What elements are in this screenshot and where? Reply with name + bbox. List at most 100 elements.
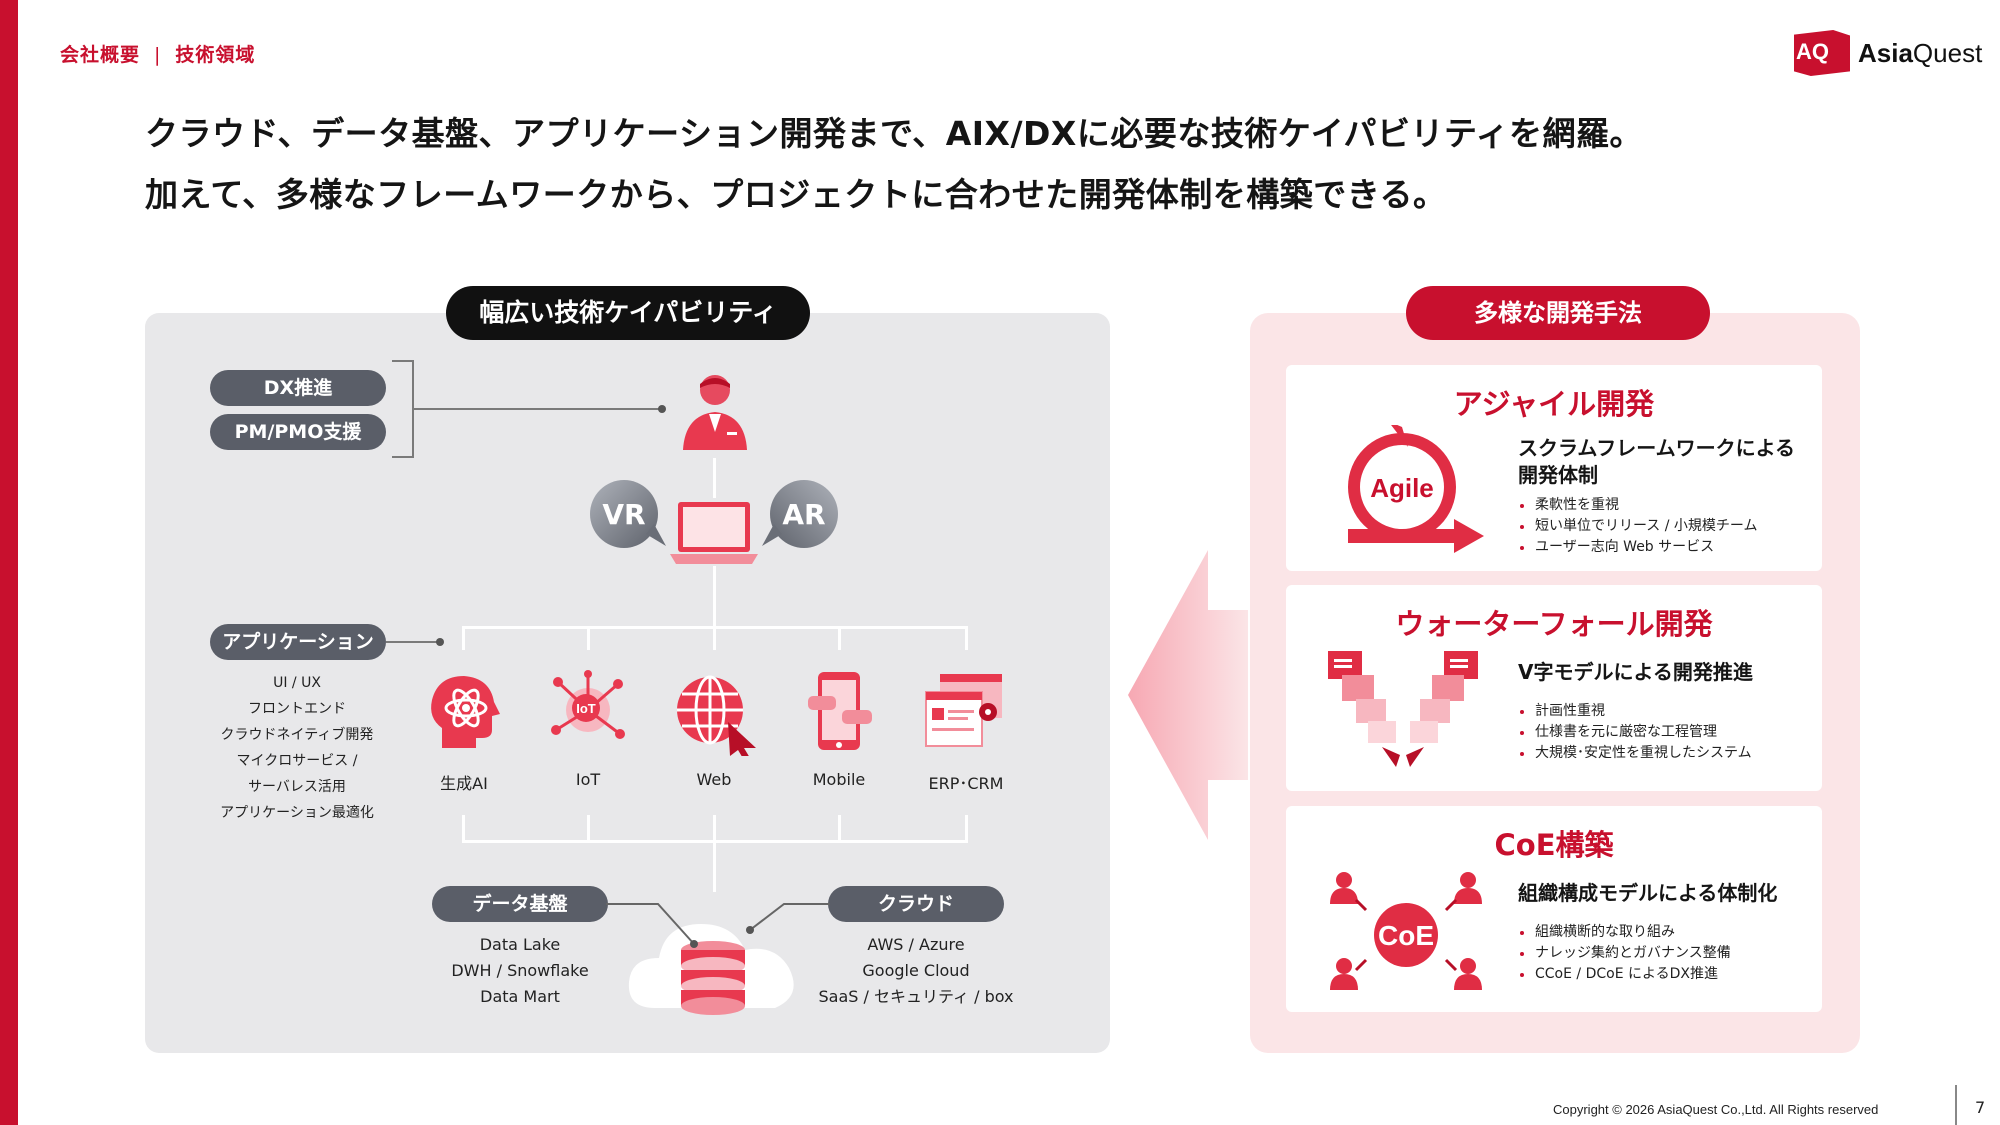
tree-drop [713, 626, 716, 650]
big-left-arrow-icon [1128, 550, 1248, 840]
waterfall-bullet: 大規模･安定性を重視したシステム [1518, 743, 1752, 764]
logo-name-regular: Quest [1912, 38, 1983, 68]
left-accent-bar [0, 0, 18, 1125]
tech-label-mobile: Mobile [812, 770, 866, 789]
waterfall-bullet: 仕様書を元に厳密な工程管理 [1518, 722, 1752, 743]
agile-bullet: 柔軟性を重視 [1518, 495, 1758, 516]
agile-bullets: 柔軟性を重視 短い単位でリリース / 小規模チーム ユーザー志向 Web サービ… [1518, 495, 1758, 558]
cloud-item: SaaS / セキュリティ / box [818, 987, 1014, 1006]
tree-rise [965, 815, 968, 841]
app-item: アプリケーション最適化 [220, 805, 374, 821]
data-platform-items: Data Lake DWH / Snowflake Data Mart [430, 932, 610, 1010]
breadcrumb-section[interactable]: 会社概要 [60, 44, 141, 66]
data-platform-item: Data Lake [479, 935, 561, 954]
tree-drop [587, 626, 590, 650]
coe-bullet: ナレッジ集約とガバナンス整備 [1518, 943, 1731, 964]
tag-pm-pmo-support: PM/PMO支援 [210, 414, 386, 450]
tree-rise [462, 815, 465, 841]
vr-label: VR [602, 498, 646, 531]
capability-title: 幅広い技術ケイパビリティ [446, 286, 810, 340]
agile-card: アジャイル開発 Agile スクラムフレームワークによる 開発体制 柔軟性を重視… [1286, 365, 1822, 571]
headline-line-2: 加えて、多様なフレームワークから、プロジェクトに合わせた開発体制を構築できる。 [145, 175, 1447, 214]
tag-dx-promotion: DX推進 [210, 370, 386, 406]
coe-icon-label: CoE [1378, 920, 1434, 951]
cloud-item: AWS / Azure [867, 935, 965, 954]
asiaquest-logo: AQ AsiaQuest [1794, 28, 1982, 80]
coe-card: CoE構築 CoE 組織構成モデルによる体制化 組織横断的な取り組み ナレッジ集… [1286, 806, 1822, 1012]
agile-subtitle-line2: 開発体制 [1518, 463, 1598, 487]
app-item: UI / UX [273, 675, 321, 691]
headline-line-1: クラウド、データ基盤、アプリケーション開発まで、AIX/DXに必要な技術ケイパビ… [145, 114, 1644, 153]
vr-bubble-icon [590, 480, 666, 548]
data-platform-item: DWH / Snowflake [451, 961, 589, 980]
app-item: サーバレス活用 [248, 779, 346, 795]
copyright-text: Copyright © 2026 AsiaQuest Co.,Ltd. All … [1553, 1102, 1879, 1117]
agile-subtitle-line1: スクラムフレームワークによる [1518, 436, 1795, 460]
ai-head-icon [431, 676, 500, 748]
connector-laptop-tree [713, 566, 716, 626]
agile-subtitle: スクラムフレームワークによる 開発体制 [1518, 435, 1795, 489]
bracket-top [392, 360, 414, 362]
coe-subtitle: 組織構成モデルによる体制化 [1518, 881, 1778, 905]
waterfall-bullets: 計画性重視 仕様書を元に厳密な工程管理 大規模･安定性を重視したシステム [1518, 701, 1752, 764]
tree-drop [965, 626, 968, 650]
cloud-items: AWS / Azure Google Cloud SaaS / セキュリティ /… [806, 932, 1026, 1010]
person-consultant-icon [683, 375, 747, 450]
tree-rise [838, 815, 841, 841]
logo-mark: AQ [1796, 39, 1829, 64]
tree-rise [587, 815, 590, 841]
logo-name-bold: Asia [1858, 38, 1913, 68]
page-number: 7 [1975, 1098, 1986, 1117]
tree-rise [713, 815, 716, 841]
methods-title: 多様な開発手法 [1406, 286, 1710, 340]
data-platform-item: Data Mart [480, 987, 560, 1006]
connector-cloud [746, 903, 830, 934]
cloud-label: クラウド [828, 886, 1004, 922]
breadcrumb: 会社概要|技術領域 [60, 40, 255, 67]
tree-drop [838, 626, 841, 650]
logo-wordmark: AsiaQuest [1858, 38, 1982, 69]
connector-line-pm [414, 408, 662, 410]
tech-label-genai: 生成AI [440, 774, 488, 793]
coe-bullet: CCoE / DCoE によるDX推進 [1518, 964, 1731, 985]
connector-line-app [386, 641, 440, 643]
mobile-icon [808, 672, 872, 750]
ar-label: AR [782, 498, 826, 531]
application-items: UI / UX フロントエンド クラウドネイティブ開発 マイクロサービス / サ… [212, 670, 382, 826]
breadcrumb-page[interactable]: 技術領域 [175, 44, 256, 66]
erp-crm-icon [925, 674, 1002, 747]
tech-label-web: Web [696, 770, 732, 789]
coe-bullet: 組織横断的な取り組み [1518, 922, 1731, 943]
cloud-database-icon [628, 924, 794, 1015]
svg-text:IoT: IoT [576, 701, 596, 716]
coe-organization-icon: CoE [1330, 872, 1482, 990]
agile-cycle-icon: Agile [1348, 425, 1484, 553]
connector-data-platform [606, 903, 698, 948]
waterfall-title: ウォーターフォール開発 [1395, 607, 1713, 641]
logo-flag-icon: AQ [1794, 30, 1850, 76]
connector-dot-app [436, 638, 444, 646]
waterfall-card: ウォーターフォール開発 V字モデルによる開発推進 計画性重視 仕様書を元に厳密な… [1286, 585, 1822, 791]
tech-label-erp-crm: ERP･CRM [928, 774, 1004, 793]
agile-bullet: ユーザー志向 Web サービス [1518, 537, 1758, 558]
footer-divider [1955, 1085, 1957, 1125]
laptop-icon [670, 502, 758, 564]
ar-bubble-icon [762, 480, 838, 548]
cloud-item: Google Cloud [862, 961, 970, 980]
v-model-icon [1328, 651, 1478, 767]
web-globe-icon [677, 675, 756, 756]
bracket-vertical [412, 360, 414, 458]
bracket-bottom [392, 456, 414, 458]
app-item: フロントエンド [248, 701, 346, 717]
application-label: アプリケーション [210, 624, 386, 660]
connector-person-laptop [713, 458, 716, 498]
coe-bullets: 組織横断的な取り組み ナレッジ集約とガバナンス整備 CCoE / DCoE によ… [1518, 922, 1731, 985]
waterfall-bullet: 計画性重視 [1518, 701, 1752, 722]
coe-title: CoE構築 [1494, 828, 1614, 862]
app-item: マイクロサービス / [236, 753, 358, 769]
agile-icon-label: Agile [1370, 473, 1434, 503]
tech-label-iot: IoT [575, 770, 601, 789]
iot-icon: IoT [551, 670, 625, 739]
tree-drop [462, 626, 465, 650]
tree-to-db [713, 840, 716, 892]
